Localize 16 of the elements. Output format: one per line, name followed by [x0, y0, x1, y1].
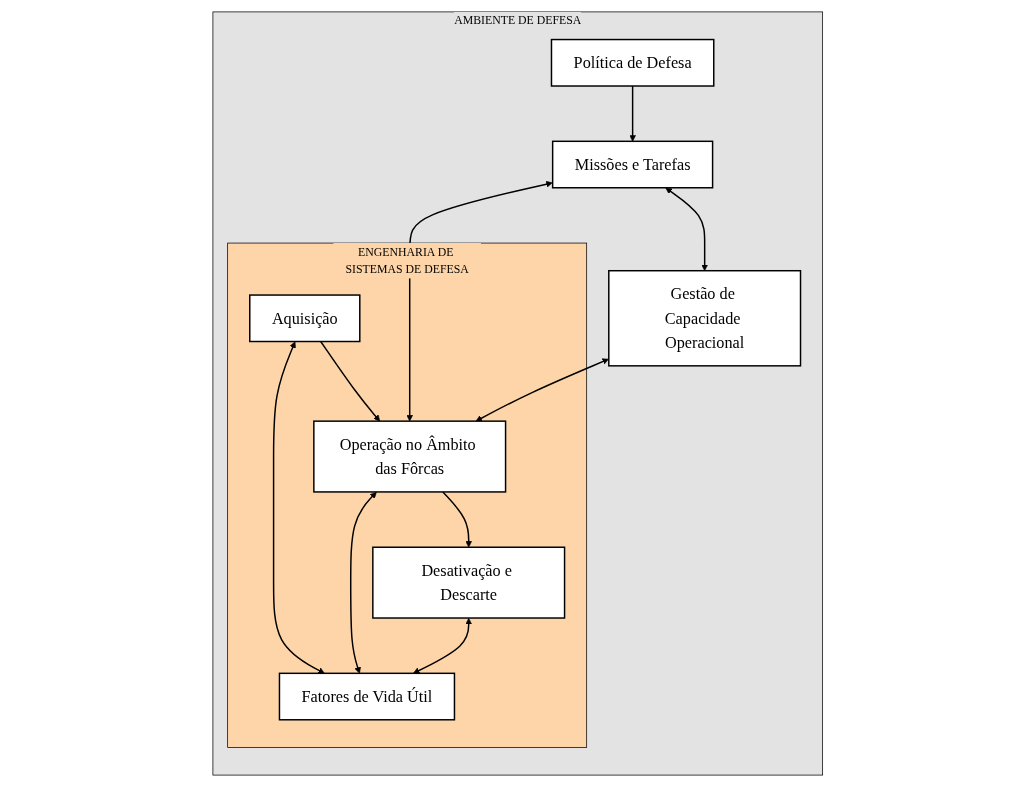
node-box: Operação no Âmbito das Fôrcas	[313, 420, 507, 493]
arrow	[350, 491, 377, 674]
arrow	[320, 340, 381, 422]
node-box: Desativação e Descarte	[372, 546, 566, 619]
arrow	[629, 85, 637, 142]
node-box: Fatores de Vida Útil	[278, 672, 456, 721]
arrow	[273, 341, 325, 674]
arrow	[475, 358, 610, 422]
node-box: Missões e Tarefas	[552, 140, 714, 189]
node-box: Política de Defesa	[550, 38, 715, 87]
arrow	[442, 491, 473, 548]
arrow	[406, 181, 553, 422]
node-box: Aquisição	[249, 294, 361, 343]
node-box: Gestão de Capacidade Operacional	[608, 270, 802, 367]
arrow	[665, 187, 709, 271]
arrow	[413, 618, 473, 674]
